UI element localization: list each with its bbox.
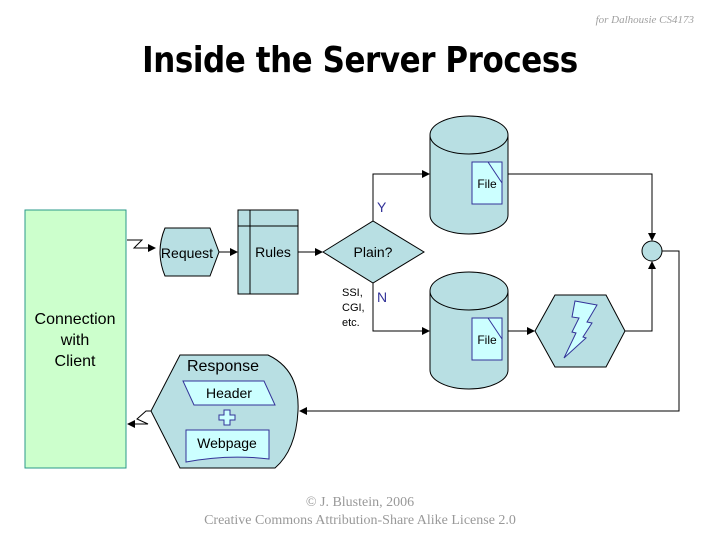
no-note-line2: CGI,	[342, 302, 365, 314]
client-to-request-arrow	[127, 239, 156, 252]
merge-to-response-arrow	[299, 250, 680, 415]
connection-with-client-box: Connection with Client	[24, 209, 127, 469]
yes-label: Y	[377, 199, 387, 215]
decision-plain: Plain?	[322, 220, 425, 284]
course-credit: for Dalhousie CS4173	[595, 14, 694, 26]
request-label: Request	[161, 245, 213, 261]
request-shape: Request	[159, 227, 220, 277]
connection-label-line3: Client	[55, 353, 96, 370]
rules-shape: Rules	[237, 209, 299, 295]
lightning-icon	[563, 300, 598, 359]
page-title: Inside the Server Process	[142, 40, 578, 81]
top-file-to-merge-arrow	[508, 173, 656, 241]
copyright-text: © J. Blustein, 2006	[305, 495, 415, 510]
processing-hexagon	[534, 294, 626, 368]
no-label: N	[377, 289, 387, 305]
rules-label: Rules	[255, 244, 291, 260]
file-top-label: File	[477, 177, 497, 191]
decision-label: Plain?	[354, 244, 393, 260]
webpage-document: Webpage	[185, 429, 270, 463]
no-note-line1: SSI,	[342, 287, 363, 299]
no-branch-arrow	[372, 283, 430, 335]
plus-icon	[218, 409, 236, 426]
response-shape: Response Header Webpage	[150, 354, 299, 469]
file-bottom-label: File	[477, 333, 497, 347]
yes-branch-arrow	[372, 170, 430, 221]
file-icon-top: File	[471, 161, 503, 205]
process-to-merge-arrow	[625, 261, 656, 332]
header-parallelogram: Header	[182, 380, 276, 406]
no-note-line3: etc.	[342, 317, 360, 329]
license-text: Creative Commons Attribution-Share Alike…	[204, 513, 516, 528]
connection-label-line2: with	[60, 332, 89, 349]
response-to-client-arrow	[127, 410, 151, 428]
merge-junction	[641, 240, 663, 262]
dynamic-file-store: File	[429, 271, 509, 390]
webpage-label: Webpage	[197, 435, 257, 451]
connection-label-line1: Connection	[35, 311, 116, 328]
file-icon-bottom: File	[471, 317, 503, 361]
static-file-store: File	[429, 115, 509, 235]
header-label: Header	[206, 385, 252, 401]
response-title: Response	[187, 358, 259, 375]
